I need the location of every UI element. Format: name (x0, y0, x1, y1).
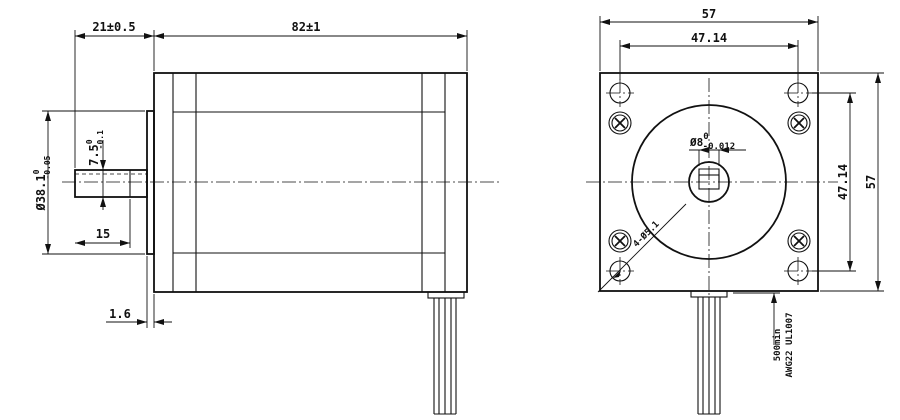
mount-holes-label: 4-Ø5.1 (631, 219, 662, 250)
pilot-thickness-label: 1.6 (109, 307, 131, 321)
wire-spec-label: AWG22 UL1007 (785, 312, 795, 377)
dim-body-length: 82±1 (154, 20, 468, 71)
mount-hole-tr (783, 78, 813, 108)
pilot-diameter-label: Ø38.10-0.05 (32, 155, 52, 211)
dim-flat: 7.50-0.1 (85, 130, 106, 210)
hole-spacing-v-label: 47.14 (836, 164, 850, 200)
flat-length-label: 15 (96, 227, 110, 241)
screw-head-br (787, 229, 811, 253)
motor-shaft (74, 169, 148, 198)
mount-hole-tl (605, 78, 635, 108)
front-view: 57 47.14 47.14 57 (586, 7, 884, 415)
hole-spacing-h-label: 47.14 (691, 31, 727, 45)
side-lead-wires (427, 291, 465, 415)
pilot-boss (146, 110, 155, 255)
body-length-label: 82±1 (292, 20, 321, 34)
flange-width-label: 57 (702, 7, 716, 21)
shaft-extension-label: 21±0.5 (92, 20, 135, 34)
side-view: 21±0.5 82±1 Ø38.10-0.05 7.50-0.1 (32, 20, 500, 415)
dim-pilot-diameter: Ø38.10-0.05 (32, 110, 145, 255)
front-lead-wires (690, 290, 728, 415)
dim-flange-width: 57 (599, 7, 819, 71)
dim-flat-length: 15 (75, 199, 131, 248)
screw-head-tl (608, 111, 632, 135)
shaft-diameter-label: Ø80-0.012 (689, 132, 735, 152)
dim-pilot-thickness: 1.6 (106, 256, 172, 328)
pilot-circle (631, 104, 787, 260)
screw-head-bl (608, 229, 632, 253)
motor-body (153, 72, 468, 293)
dim-hole-spacing-v: 47.14 (812, 92, 856, 272)
dim-hole-spacing-h: 47.14 (619, 31, 799, 80)
mount-hole-br (783, 256, 813, 286)
flange-height-label: 57 (864, 175, 878, 189)
dim-lead-length: 500min AWG22 UL1007 (733, 292, 795, 378)
dim-shaft-extension: 21±0.5 (74, 20, 155, 168)
screw-head-tr (787, 111, 811, 135)
flat-dimension-label: 7.50-0.1 (85, 130, 105, 166)
shaft-circle (688, 161, 730, 203)
lead-length-label: 500min (772, 329, 783, 362)
dim-flange-height: 57 (820, 72, 884, 292)
dim-shaft-diameter: Ø80-0.012 (689, 132, 746, 166)
